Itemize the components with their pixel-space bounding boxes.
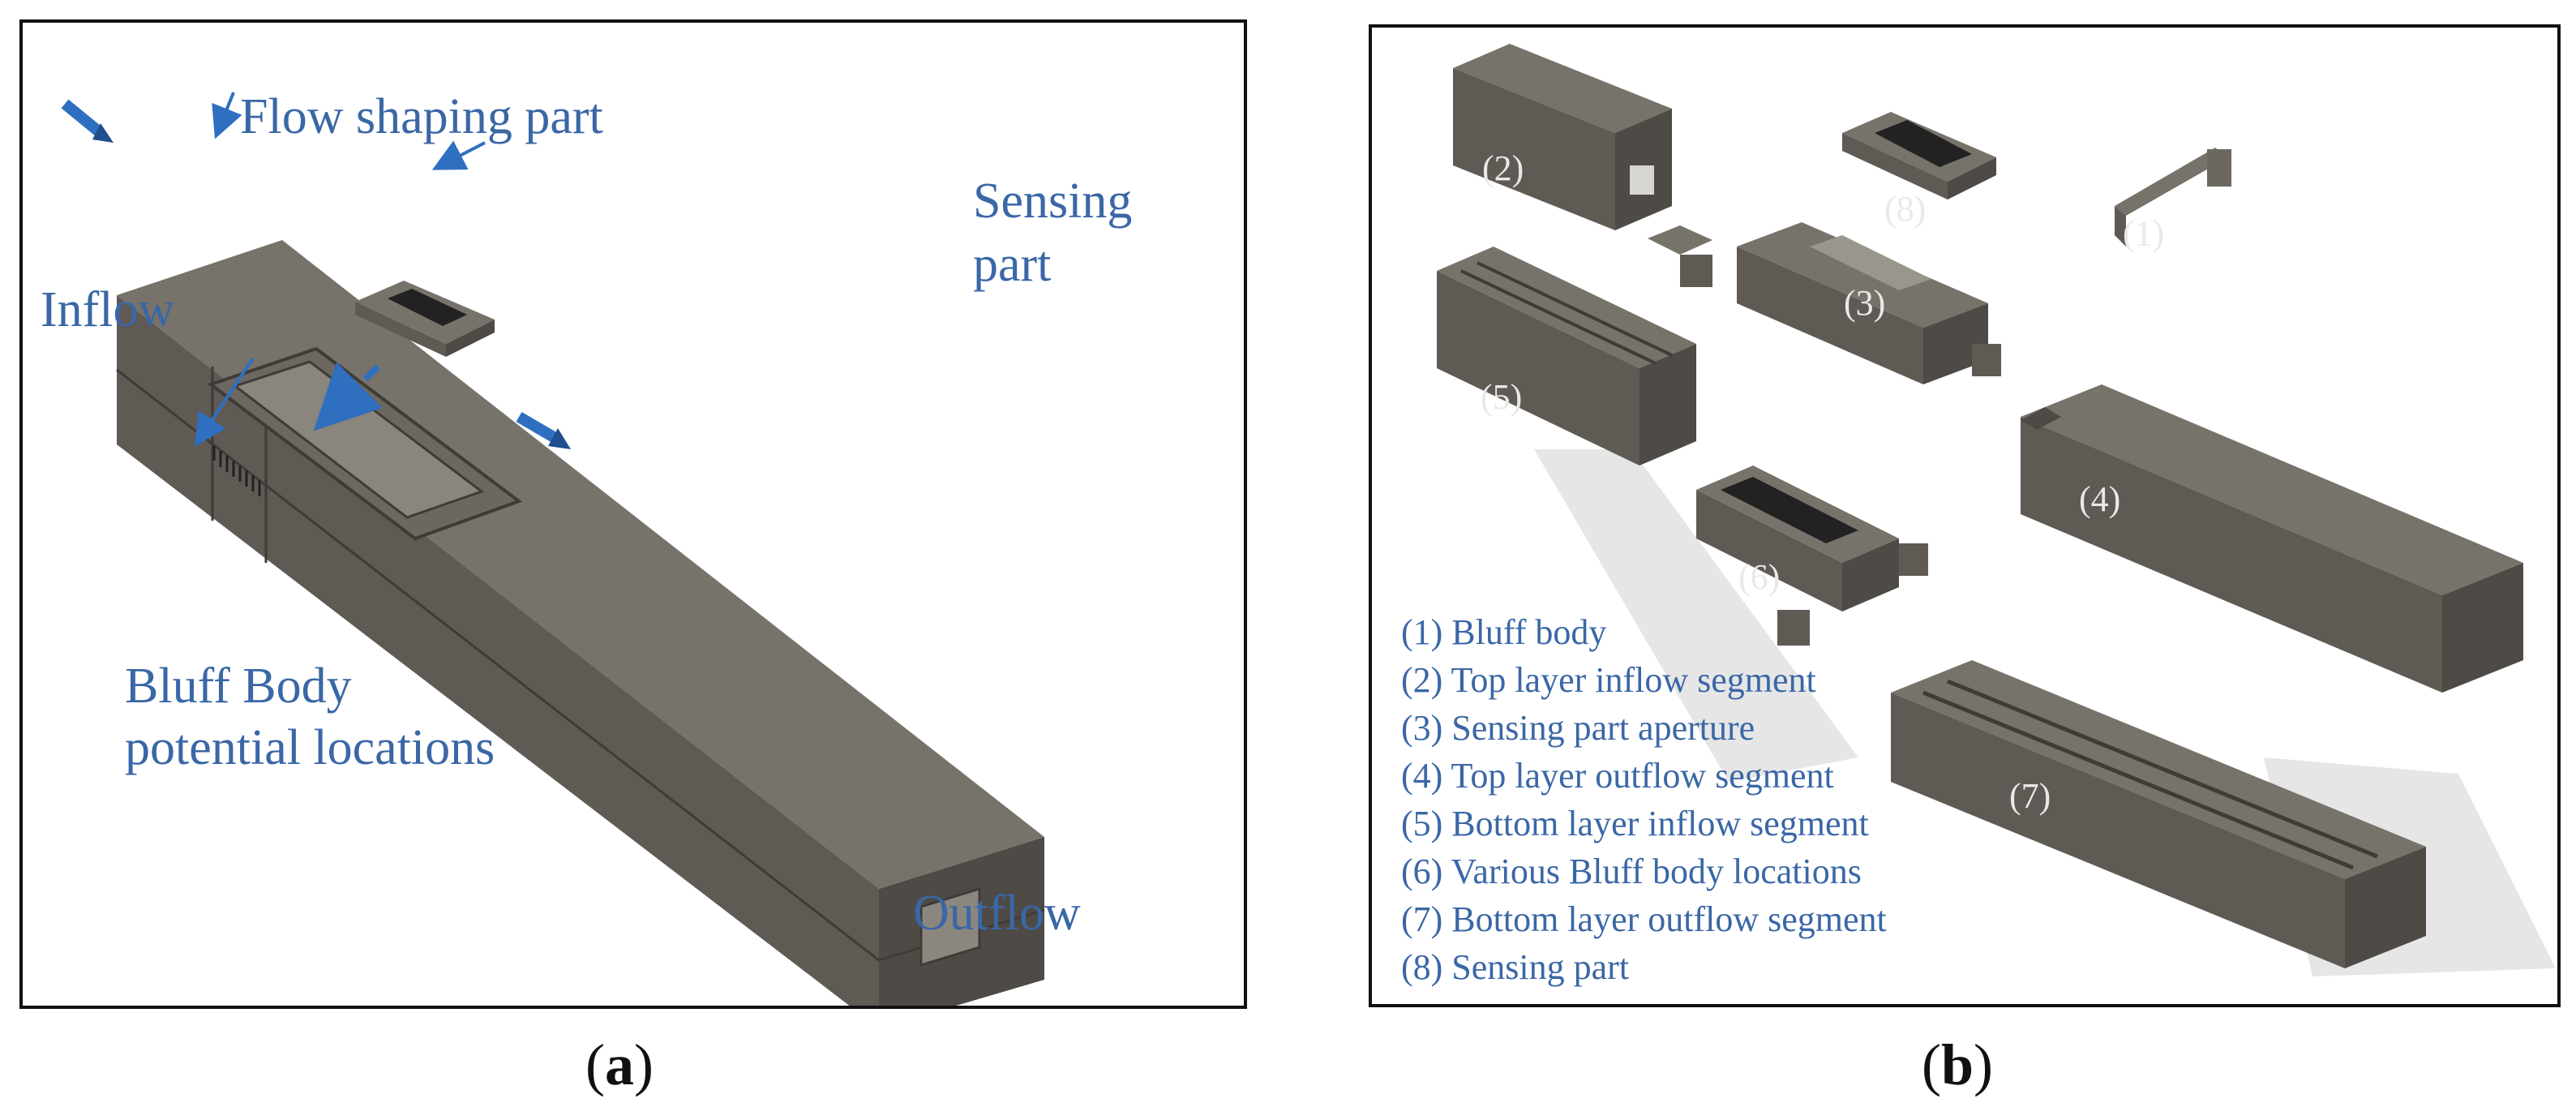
- callout-5: (5): [1481, 377, 1523, 417]
- part-3-aperture: [1648, 222, 2001, 384]
- callout-6: (6): [1738, 557, 1781, 597]
- legend-item-4: (4) Top layer outflow segment: [1401, 756, 1834, 796]
- label-flow-shaping-part: Flow shaping part: [240, 89, 603, 144]
- inflow-arrow: [61, 99, 114, 143]
- legend-item-2: (2) Top layer inflow segment: [1401, 660, 1816, 700]
- part-1-bluff-body: [2115, 148, 2231, 247]
- label-bluff-body-line1: Bluff Body: [125, 659, 352, 714]
- part-8-sensing: [1842, 112, 1996, 200]
- part-4-top-outflow: [2021, 384, 2523, 693]
- parts-legend: (1) Bluff body (2) Top layer inflow segm…: [1401, 608, 1887, 991]
- part-5-bottom-inflow: [1437, 247, 1696, 466]
- caption-b: (b): [1922, 1032, 1994, 1097]
- label-sensing-line2: part: [973, 237, 1052, 292]
- callout-2: (2): [1482, 148, 1524, 188]
- part-2-top-inflow: [1453, 44, 1672, 230]
- callout-8: (8): [1884, 189, 1927, 229]
- legend-item-1: (1) Bluff body: [1401, 612, 1607, 652]
- legend-item-5: (5) Bottom layer inflow segment: [1401, 804, 1869, 843]
- label-sensing-line1: Sensing: [973, 174, 1133, 229]
- outflow-arrow: [516, 411, 571, 449]
- callout-7: (7): [2009, 776, 2051, 816]
- sensing-aperture: [207, 346, 523, 541]
- panel-a: Flow shaping part Sensing part Inflow Bl…: [19, 19, 1247, 1009]
- callout-1: (1): [2123, 213, 2165, 253]
- panel-b: (2) (8) (1) (3) (5) (4) (6) (7) (1) Bluf…: [1369, 24, 2561, 1007]
- label-bluff-body-line2: potential locations: [125, 720, 495, 775]
- legend-item-6: (6) Various Bluff body locations: [1401, 852, 1862, 891]
- legend-item-3: (3) Sensing part aperture: [1401, 708, 1755, 748]
- flow-channel-block: [116, 240, 1045, 1006]
- callout-arrows: [194, 92, 486, 447]
- part-7-bottom-outflow: [1891, 660, 2426, 968]
- legend-item-7: (7) Bottom layer outflow segment: [1401, 899, 1887, 939]
- caption-a-letter: a: [604, 1032, 634, 1097]
- caption-a: (a): [585, 1032, 654, 1097]
- caption-b-letter: b: [1940, 1032, 1974, 1097]
- callout-3: (3): [1844, 283, 1886, 323]
- panel-a-illustration: [61, 92, 1045, 1006]
- panel-b-illustration: [1437, 44, 2556, 976]
- callout-4: (4): [2079, 479, 2121, 519]
- label-inflow: Inflow: [41, 282, 175, 337]
- legend-item-8: (8) Sensing part: [1401, 947, 1630, 987]
- label-outflow: Outflow: [913, 886, 1081, 941]
- bluff-body-marks: [212, 446, 261, 496]
- part-6-bluff-locations: [1696, 466, 1928, 646]
- sensing-part-chip: [355, 281, 495, 357]
